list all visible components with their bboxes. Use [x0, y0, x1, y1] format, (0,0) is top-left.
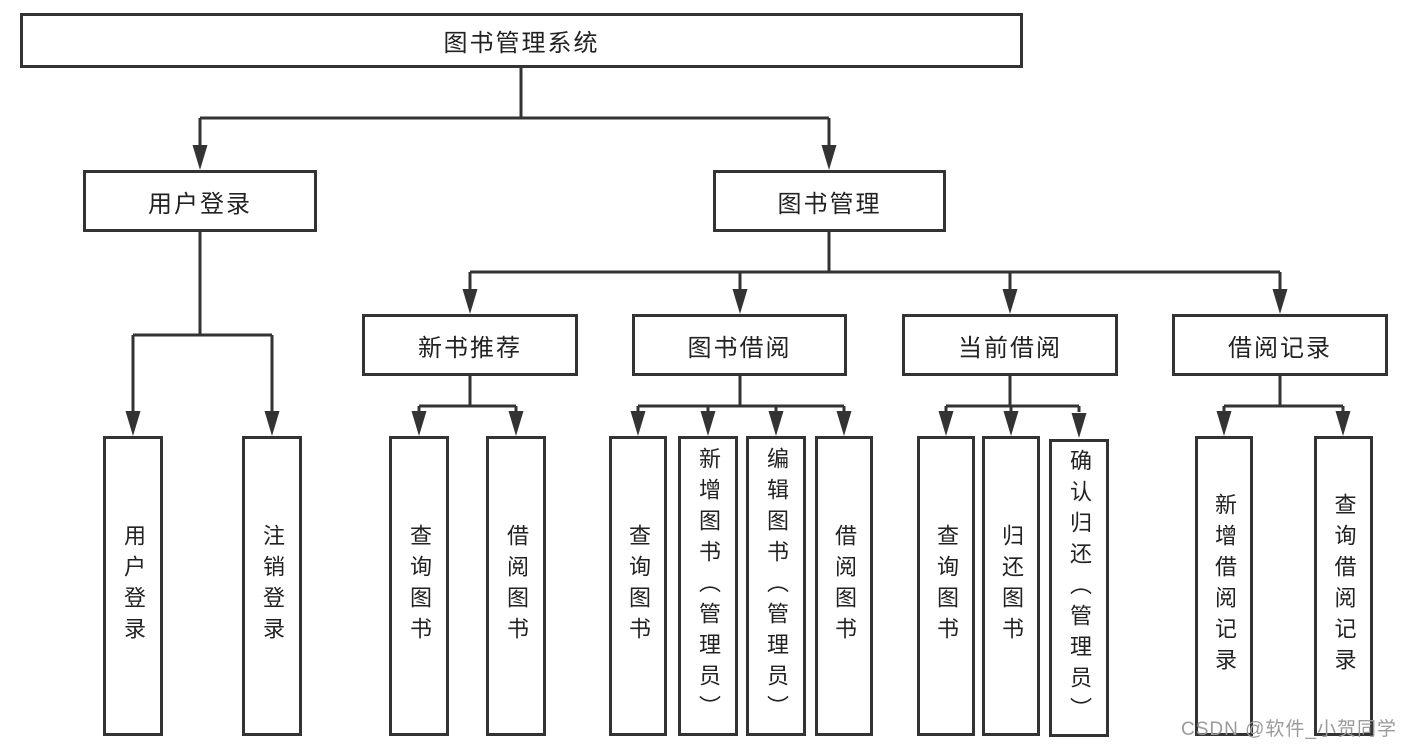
leaf-add-record-label: 新增借阅记录 [1212, 493, 1237, 679]
leaf-query-record-label: 查询借阅记录 [1331, 493, 1357, 679]
leaf-query-book-3: 查询图书 [917, 436, 975, 736]
connector-book-mgmt-children [462, 232, 1288, 314]
leaf-query-book-1: 查询图书 [389, 436, 449, 736]
leaf-confirm-return: 确认归还（管理员） [1049, 439, 1109, 737]
node-new-book-rec: 新书推荐 [362, 314, 578, 376]
leaf-add-book-label: 新增图书（管理员） [696, 446, 721, 726]
leaf-user-login: 用户登录 [103, 436, 163, 736]
leaf-borrow-book-2: 借阅图书 [815, 436, 873, 736]
leaf-query-book-2-label: 查询图书 [626, 524, 651, 648]
leaf-query-book-2: 查询图书 [609, 436, 667, 736]
connector-current-borrow-children [938, 376, 1087, 438]
leaf-return-book-label: 归还图书 [999, 524, 1024, 648]
leaf-add-book: 新增图书（管理员） [678, 436, 738, 736]
leaf-borrow-book-1: 借阅图书 [486, 436, 546, 736]
node-book-borrow: 图书借阅 [632, 314, 847, 376]
node-user-login: 用户登录 [83, 170, 317, 232]
leaf-borrow-book-2-label: 借阅图书 [832, 524, 857, 648]
leaf-confirm-return-label: 确认归还（管理员） [1067, 448, 1092, 728]
leaf-query-record: 查询借阅记录 [1314, 436, 1373, 736]
leaf-borrow-book-1-label: 借阅图书 [504, 524, 529, 648]
leaf-query-book-3-label: 查询图书 [934, 524, 959, 648]
leaf-edit-book: 编辑图书（管理员） [746, 436, 806, 736]
node-book-mgmt: 图书管理 [713, 170, 946, 232]
connector-book-borrow-children [630, 376, 852, 436]
leaf-return-book: 归还图书 [982, 436, 1040, 736]
leaf-query-book-1-label: 查询图书 [407, 524, 432, 648]
leaf-logout: 注销登录 [242, 436, 302, 736]
connector-borrow-record-children [1216, 376, 1351, 436]
csdn-watermark: CSDN @软件_小贺同学 [1181, 719, 1397, 740]
connector-user-login-children [125, 232, 280, 436]
leaf-add-record: 新增借阅记录 [1195, 436, 1253, 736]
node-root: 图书管理系统 [20, 13, 1023, 68]
leaf-logout-label: 注销登录 [260, 524, 285, 648]
node-borrow-record: 借阅记录 [1172, 314, 1388, 376]
leaf-user-login-label: 用户登录 [121, 524, 146, 648]
node-current-borrow: 当前借阅 [902, 314, 1118, 376]
connector-new-book-rec-children [411, 376, 524, 436]
connector-root-children [192, 68, 837, 170]
leaf-edit-book-label: 编辑图书（管理员） [764, 446, 789, 726]
